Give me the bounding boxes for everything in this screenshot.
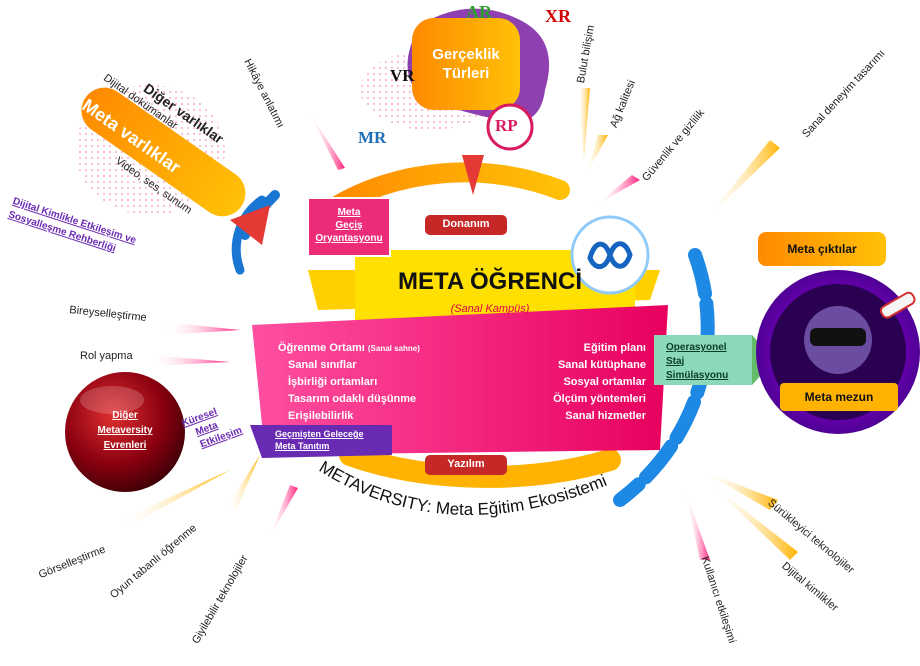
past-future-link[interactable]: Geçmişten Geleceğe Meta Tanıtım (275, 428, 364, 452)
operational-link[interactable]: Operasyonel Staj Simülasyonu (666, 341, 728, 383)
hardware-label: Donanım (442, 218, 490, 230)
metaversity-sphere (65, 372, 185, 492)
right-item: Sanal hizmetler (565, 410, 646, 422)
operational-line3: Simülasyonu (666, 370, 729, 381)
label-ar: AR (466, 2, 492, 22)
learning-env-note: (Sanal sahne) (367, 344, 420, 353)
meta-transition-line1: Meta (337, 207, 361, 218)
bottom-arc (339, 444, 621, 488)
right-item: Eğitim planı (583, 342, 646, 354)
label-xr: XR (545, 6, 571, 26)
learning-env-title: Öğrenme Ortamı (278, 342, 365, 354)
meta-outputs-label: Meta çıktılar (787, 242, 857, 256)
other-metaversity-line1: Diğer (112, 410, 138, 421)
other-metaversity-line3: Evrenleri (103, 440, 147, 451)
learning-env-header: Öğrenme Ortamı (Sanal sahne) (278, 340, 420, 357)
other-metaversity-line2: Metaversity (97, 425, 153, 436)
reality-types-line2: Türleri (442, 65, 490, 82)
operational-line1: Operasyonel (666, 342, 727, 353)
reality-types-title: Gerçeklik Türleri (412, 45, 520, 83)
content-block (252, 305, 668, 455)
page-subtitle: (Sanal Kampüs) (450, 303, 530, 315)
past-future-line1: Geçmişten Geleceğe (275, 429, 364, 439)
spoke-role-play: Rol yapma (80, 350, 133, 362)
reality-types-box (412, 18, 520, 110)
operational-line2: Staj (666, 356, 685, 367)
other-metaversity-link[interactable]: Diğer Metaversity Evrenleri (75, 408, 175, 453)
label-mr: MR (358, 128, 387, 147)
top-arc (320, 162, 570, 220)
graduate-label-bg (780, 383, 898, 411)
left-item: Erişilebilirlik (288, 410, 354, 422)
left-item: İşbirliği ortamları (288, 376, 378, 388)
spike-story (308, 110, 345, 170)
reality-arrow (462, 155, 484, 195)
meta-transition-link[interactable]: Meta Geçiş Oryantasyonu (308, 206, 390, 245)
meta-transition-line2: Geçiş (335, 220, 363, 231)
past-future-box (250, 425, 392, 458)
meta-graduate-label: Meta mezun (804, 390, 874, 404)
software-label: Yazılım (447, 458, 485, 470)
ecosystem-text: METAVERSITY: Meta Eğitim Ekosistemi (316, 457, 609, 519)
meta-transition-line3: Oryantasyonu (315, 233, 383, 244)
right-item: Ölçüm yöntemleri (553, 393, 646, 405)
label-vr: VR (390, 66, 415, 85)
right-column: Eğitim planı Sanal kütüphane Sosyal orta… (520, 340, 646, 425)
reality-types-line1: Gerçeklik (432, 46, 500, 63)
meta-transition-box (307, 197, 391, 257)
right-item: Sanal kütüphane (557, 359, 646, 371)
page-title: META ÖĞRENCİ (398, 268, 582, 295)
meta-logo-icon (587, 241, 633, 270)
right-blue-arc (613, 248, 715, 507)
right-item: Sosyal ortamlar (563, 376, 646, 388)
past-future-line2: Meta Tanıtım (275, 441, 330, 451)
left-column: Öğrenme Ortamı (Sanal sahne) Sanal sınıf… (278, 340, 420, 425)
label-rp: RP (495, 116, 518, 135)
rp-circle (486, 103, 534, 151)
svg-text:METAVERSITY: Meta Eğitim Ekosi: METAVERSITY: Meta Eğitim Ekosistemi (316, 457, 609, 519)
left-item: Sanal sınıflar (288, 359, 357, 371)
left-item: Tasarım odaklı düşünme (288, 393, 417, 405)
